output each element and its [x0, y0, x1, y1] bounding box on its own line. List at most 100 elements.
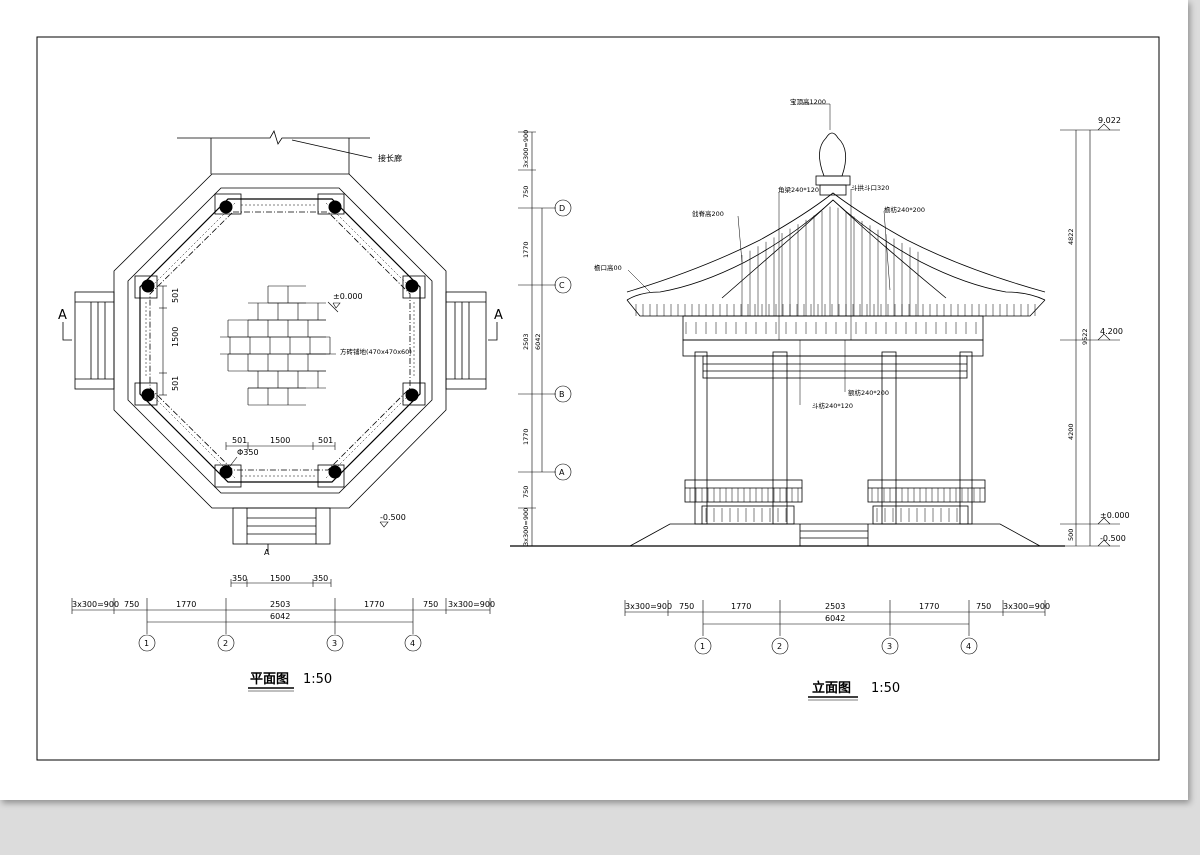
- elev-rdim-500: 500: [1067, 529, 1075, 541]
- plan-dim-1770-right: 1770: [364, 600, 384, 609]
- section-mark-right: A: [494, 308, 503, 323]
- label-ridge: 戗脊高200: [692, 209, 724, 218]
- label-rafter: 角梁240*120: [778, 185, 819, 194]
- plan-axis-3: 3: [332, 639, 337, 648]
- elev-dim-750-right: 750: [976, 602, 991, 611]
- tile-label: 方砖铺地(470x470x60): [340, 347, 412, 356]
- label-finial: 宝顶高1200: [790, 97, 826, 106]
- sheet-border: [36, 36, 1160, 761]
- plan-dim-step-left: 3x300=900: [72, 600, 119, 609]
- label-eave: 檐口高00: [594, 263, 622, 272]
- axis-A: A: [559, 468, 565, 477]
- plan-column-dia: Φ350: [237, 448, 259, 457]
- roof-rafters: [741, 206, 919, 316]
- bottom-steps: [232, 507, 331, 545]
- column-line-octagon: [139, 198, 421, 483]
- elevation-left-dimensions: [518, 131, 572, 547]
- bench-slats: [689, 488, 981, 522]
- elev-dim-1770-right: 1770: [919, 602, 939, 611]
- plan-dim-total: 6042: [270, 612, 290, 621]
- left-steps: [74, 291, 115, 390]
- corridor-connection: [177, 129, 373, 174]
- plan-axis-4: 4: [410, 639, 415, 648]
- elev-dim-step-left: 3x300=900: [625, 602, 672, 611]
- section-marks: [62, 322, 498, 552]
- plan-axis-2: 2: [223, 639, 228, 648]
- plan-scale: 1:50: [303, 672, 332, 687]
- label-bracket: 斗拱斗口320: [851, 183, 889, 192]
- plan-title: 平面图: [250, 672, 289, 687]
- plan-ground-level: -0.500: [380, 513, 406, 522]
- elev-rdim-9522: 9522: [1081, 328, 1089, 345]
- level-4200: 4.200: [1100, 327, 1123, 336]
- plan-inner-dimensions: [159, 285, 336, 467]
- corridor-label: 接长廊: [378, 153, 402, 163]
- elev-ldim-750-bottom: 750: [522, 486, 530, 498]
- columns: [141, 200, 419, 479]
- plan-dim-501b: 501: [318, 436, 333, 445]
- label-leaders: [627, 103, 891, 405]
- elev-ldim-1770-top: 1770: [522, 241, 530, 258]
- section-mark-bottom: A: [264, 548, 270, 557]
- plan-view: [62, 129, 498, 692]
- level-ground: -0.500: [1100, 534, 1126, 543]
- outer-platform-octagon: [113, 173, 447, 509]
- elevation-roof: [626, 192, 1046, 341]
- elev-dim-750-left: 750: [679, 602, 694, 611]
- cad-drawing: 接长廊 ±0.000 方砖铺地(470x470x60) -0.500 501 1…: [36, 36, 1160, 761]
- elev-ldim-1770-bottom: 1770: [522, 428, 530, 445]
- plan-dim-750-right: 750: [423, 600, 438, 609]
- elev-dim-2503: 2503: [825, 602, 845, 611]
- plan-dim-2503: 2503: [270, 600, 290, 609]
- elev-ldim-2503: 2503: [522, 333, 530, 350]
- elevation-right-dimensions: [1060, 123, 1120, 547]
- level-zero: ±0.000: [1100, 511, 1130, 520]
- axis-B: B: [559, 390, 565, 399]
- drawing-sheet: 接长廊 ±0.000 方砖铺地(470x470x60) -0.500 501 1…: [0, 0, 1188, 800]
- elev-axis-4: 4: [966, 642, 971, 651]
- elevation-dimension-string: [624, 600, 1046, 655]
- elevation-scale: 1:50: [871, 681, 900, 696]
- plan-vdim-1500: 1500: [171, 327, 180, 347]
- plan-dim-501a: 501: [232, 436, 247, 445]
- roof-finial: [815, 132, 851, 196]
- eave-tiles: [635, 304, 1036, 334]
- section-mark-left: A: [58, 308, 67, 323]
- seat-hatching: [145, 202, 415, 479]
- plan-dim-1770-left: 1770: [176, 600, 196, 609]
- elev-ldim-step-bottom: 3x300=900: [522, 508, 530, 546]
- elevation-title: 立面图: [812, 680, 851, 696]
- label-purlin: 斗枋240*120: [812, 401, 853, 410]
- plan-top-dim-350b: 350: [313, 574, 328, 583]
- elevation-benches: [684, 479, 986, 525]
- plan-dim-step-right: 3x300=900: [448, 600, 495, 609]
- label-beam: 檐枋240*200: [884, 205, 925, 214]
- axis-C: C: [559, 281, 565, 290]
- column-bases: [134, 193, 426, 488]
- plan-vdim-501a: 501: [171, 288, 180, 303]
- right-steps: [445, 291, 487, 390]
- plan-vdim-501b: 501: [171, 376, 180, 391]
- elevation-labels: 宝顶高1200 角梁240*120 斗拱斗口320 檐枋240*200 戗脊高2…: [522, 97, 1130, 696]
- plan-dim-1500: 1500: [270, 436, 290, 445]
- plan-dimension-string: [71, 579, 491, 652]
- plan-top-dim-350a: 350: [232, 574, 247, 583]
- plan-dim-750-left: 750: [124, 600, 139, 609]
- elev-axis-3: 3: [887, 642, 892, 651]
- plan-top-dim-1500: 1500: [270, 574, 290, 583]
- inner-octagon: [149, 211, 411, 471]
- label-lintel: 额枋240*200: [848, 388, 889, 397]
- platform-inner-ring: [127, 187, 433, 494]
- elevation-beams: [682, 339, 984, 379]
- elevation-view: [510, 103, 1120, 701]
- elev-dim-total: 6042: [825, 614, 845, 623]
- elev-ldim-total: 6042: [534, 333, 542, 350]
- elev-axis-1: 1: [700, 642, 705, 651]
- elev-axis-2: 2: [777, 642, 782, 651]
- axis-D: D: [559, 204, 565, 213]
- elev-ldim-step-top: 3x300=900: [522, 130, 530, 168]
- elev-rdim-4822: 4822: [1067, 228, 1075, 245]
- elev-dim-1770-left: 1770: [731, 602, 751, 611]
- elev-dim-step-right: 3x300=900: [1003, 602, 1050, 611]
- plan-axis-1: 1: [144, 639, 149, 648]
